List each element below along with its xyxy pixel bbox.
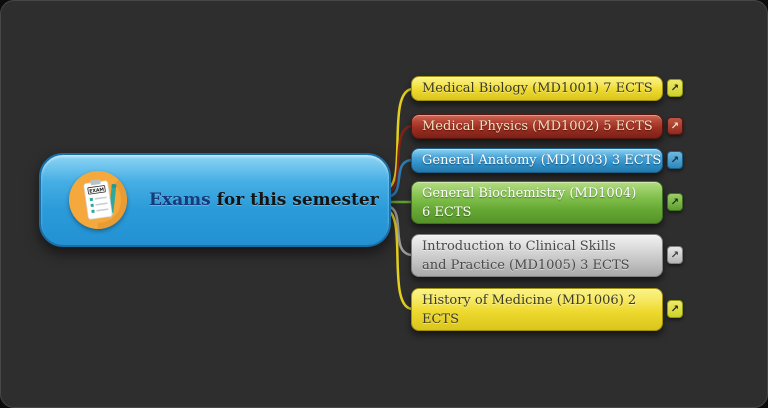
topic-node-medical-biology[interactable]: Medical Biology (MD1001) 7 ECTS [411, 76, 663, 101]
arrow-glyph: ↗ [670, 120, 680, 132]
central-title-highlight: Exams [149, 190, 211, 210]
topic-label: Medical Biology (MD1001) 7 ECTS [422, 81, 653, 96]
arrow-glyph: ↗ [670, 249, 680, 261]
topic-label: Medical Physics (MD1002) 5 ECTS [422, 119, 653, 134]
topic-label: Introduction to Clinical Skills and Prac… [422, 239, 630, 273]
topic-label: History of Medicine (MD1006) 2 ECTS [422, 293, 637, 327]
arrow-glyph: ↗ [670, 303, 680, 315]
arrow-glyph: ↗ [670, 196, 680, 208]
hyperlink-icon[interactable]: ↗ [667, 300, 683, 318]
hyperlink-icon[interactable]: ↗ [667, 79, 683, 97]
central-topic-label: Exams for this semester [149, 190, 379, 210]
topic-node-medical-physics[interactable]: Medical Physics (MD1002) 5 ECTS [411, 114, 663, 139]
hyperlink-icon[interactable]: ↗ [667, 117, 683, 135]
topic-node-clinical-skills[interactable]: Introduction to Clinical Skills and Prac… [411, 234, 663, 277]
central-topic-node[interactable]: EXAM Exams for this semester [39, 153, 391, 247]
topic-node-general-biochemistry[interactable]: General Biochemistry (MD1004) 6 ECTS [411, 181, 663, 224]
topic-node-history-of-medicine[interactable]: History of Medicine (MD1006) 2 ECTS [411, 288, 663, 331]
exam-clipboard-icon: EXAM [69, 171, 128, 229]
hyperlink-icon[interactable]: ↗ [667, 193, 683, 211]
exam-icon-text: EXAM [89, 187, 105, 195]
central-title-rest: for this semester [210, 190, 379, 210]
arrow-glyph: ↗ [670, 82, 680, 94]
hyperlink-icon[interactable]: ↗ [667, 151, 683, 169]
topic-node-general-anatomy[interactable]: General Anatomy (MD1003) 3 ECTS [411, 148, 663, 173]
arrow-glyph: ↗ [670, 154, 680, 166]
topic-label: General Biochemistry (MD1004) 6 ECTS [422, 186, 637, 220]
topic-label: General Anatomy (MD1003) 3 ECTS [422, 153, 662, 168]
hyperlink-icon[interactable]: ↗ [667, 246, 683, 264]
